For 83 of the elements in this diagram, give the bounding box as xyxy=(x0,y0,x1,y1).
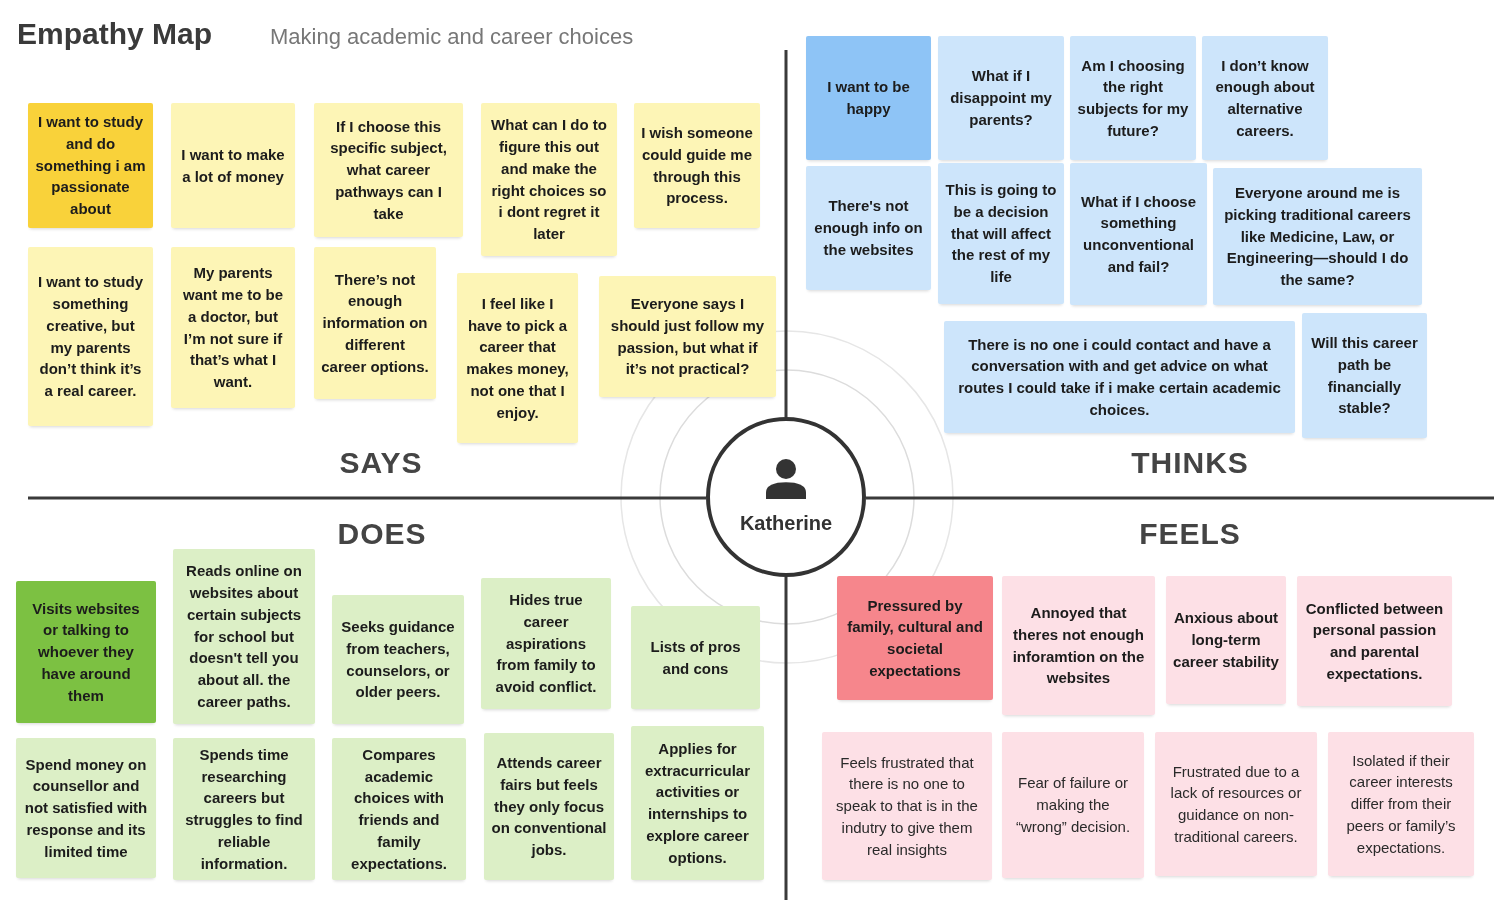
sticky-note xyxy=(173,738,315,880)
sticky-note xyxy=(314,103,463,237)
sticky-note xyxy=(1070,163,1207,305)
sticky-note xyxy=(314,247,436,399)
note-text: Compares academic choices with friends and family expectations. xyxy=(350,744,448,874)
sticky-note xyxy=(631,726,764,880)
note-text: This is going to be a decision that will affect the rest of my life xyxy=(945,180,1057,288)
sticky-note xyxy=(1166,576,1286,704)
note-text: What can I do to figure this out and make the right choices so i dont regret it later xyxy=(490,115,608,244)
sticky-note xyxy=(1202,36,1328,160)
note-text: Fear of failure or making the “wrong” decision. xyxy=(1014,773,1132,837)
sticky-note xyxy=(634,103,760,228)
note-text: I want to study something creative, but my parents don’t think it’s a real career. xyxy=(37,272,144,401)
note-text: Isolated if their career interests differ from their peers or family’s expectations. xyxy=(1345,750,1457,858)
sticky-note xyxy=(481,103,617,256)
note-text: Hides true career aspirations from family to avoid conflict. xyxy=(494,590,598,698)
note-text: What if I choose something unconventional and fail? xyxy=(1080,191,1197,277)
note-text: Am I choosing the right subjects for my future? xyxy=(1077,55,1189,141)
sticky-note xyxy=(28,103,153,228)
sticky-note xyxy=(822,732,992,880)
sticky-note xyxy=(332,738,466,880)
sticky-note xyxy=(599,276,776,397)
sticky-note xyxy=(938,163,1064,304)
note-text: Will this career path be financially stable? xyxy=(1310,333,1419,419)
quadrant-heading: FEELS xyxy=(1139,517,1241,550)
sticky-note xyxy=(457,273,578,443)
note-text: Pressured by family, cultural and societal expectations xyxy=(846,595,984,681)
sticky-note xyxy=(1002,732,1144,878)
note-text: What if I disappoint my parents? xyxy=(949,66,1053,130)
note-text: Everyone says I should just follow my passion, but what if it’s not practical? xyxy=(609,294,766,380)
note-text: I feel like I have to pick a career that makes money, not one that I enjoy. xyxy=(465,293,570,423)
sticky-note xyxy=(1002,576,1155,715)
persona-name: Katherine xyxy=(739,511,833,535)
note-text: Lists of pros and cons xyxy=(649,636,742,679)
sticky-note xyxy=(171,103,295,228)
note-text: Applies for extracurricular activities or internships to explore career options. xyxy=(643,738,752,868)
note-text: Seeks guidance from teachers, counselors, or older peers. xyxy=(340,617,456,703)
sticky-note xyxy=(1070,36,1196,160)
sticky-note xyxy=(1213,168,1422,305)
note-text: I want to study and do something i am passionate about xyxy=(35,112,146,220)
sticky-note xyxy=(944,321,1295,433)
note-text: I want to be happy xyxy=(826,77,911,119)
note-text: Frustrated due to a lack of resources or guidance on non-traditional careers. xyxy=(1169,761,1303,847)
subtitle: Making academic and career choices xyxy=(270,24,634,51)
note-text: I want to make a lot of money xyxy=(180,144,286,187)
title: Empathy Map xyxy=(17,17,213,50)
note-text: Reads online on websites about certain subjects for school but doesn't tell you about all. the career paths. xyxy=(185,561,303,712)
note-text: Annoyed that theres not enough inforamtion on the websites xyxy=(1011,603,1146,689)
quadrant-heading: THINKS xyxy=(1131,446,1249,479)
sticky-note xyxy=(1328,732,1474,876)
sticky-note xyxy=(484,733,614,880)
note-text: Attends career fairs but feels they only focus on conventional jobs. xyxy=(491,753,607,861)
sticky-note xyxy=(1302,313,1427,438)
sticky-note xyxy=(16,738,156,878)
sticky-note xyxy=(837,576,993,700)
note-text: I wish someone could guide me through this process. xyxy=(641,123,753,209)
sticky-note xyxy=(171,247,295,408)
sticky-note xyxy=(28,247,153,426)
sticky-note xyxy=(806,166,931,290)
note-text: Spends time researching careers but struggles to find reliable information. xyxy=(184,744,304,874)
note-text: I don’t know enough about alternative careers. xyxy=(1214,55,1316,141)
sticky-note xyxy=(938,36,1064,160)
note-text: Anxious about long-term career stability xyxy=(1173,608,1279,672)
sticky-note xyxy=(1155,732,1317,876)
note-text: There's not enough info on the websites xyxy=(813,196,924,260)
quadrant-heading: DOES xyxy=(337,517,427,550)
sticky-note xyxy=(631,606,760,709)
sticky-note xyxy=(173,549,315,724)
note-text: My parents want me to be a doctor, but I’m not sure if that’s what I want. xyxy=(182,263,284,392)
note-text: There is no one i could contact and have a conversation with and get advice on what routes I could take if i make certain academic choices. xyxy=(957,334,1282,420)
sticky-note xyxy=(806,36,931,160)
note-text: If I choose this specific subject, what career pathways can I take xyxy=(329,116,448,224)
note-text: Spend money on counsellor and not satisfied with response and its limited time xyxy=(23,754,149,862)
note-text: Conflicted between personal passion and parental expectations. xyxy=(1304,598,1445,684)
note-text: Everyone around me is picking traditional careers like Medicine, Law, or Engineering—should I do the same? xyxy=(1223,183,1412,291)
sticky-note xyxy=(1297,576,1452,706)
quadrant-heading: SAYS xyxy=(339,446,423,479)
note-text: Feels frustrated that there is no one to speak to that is in the indutry to give them real insights xyxy=(835,752,979,860)
sticky-note xyxy=(16,581,156,723)
sticky-note xyxy=(332,595,464,724)
note-text: Visits websites or talking to whoever they have around them xyxy=(31,598,141,706)
sticky-note xyxy=(481,578,611,709)
note-text: There’s not enough information on different career options. xyxy=(321,269,429,377)
